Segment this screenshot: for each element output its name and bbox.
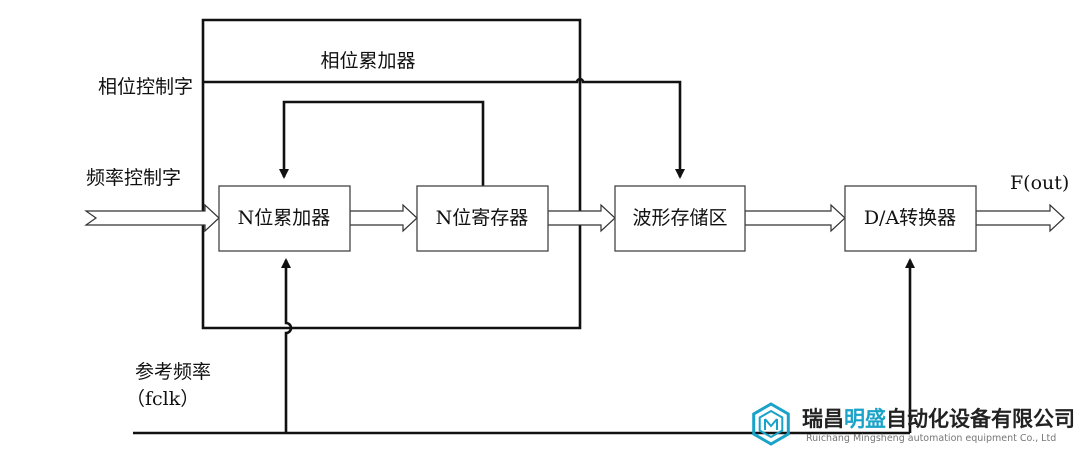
n-bit-accumulator-block xyxy=(218,185,351,252)
n-bit-accumulator-label: N位累加器 xyxy=(238,207,331,229)
waveform-memory-block xyxy=(614,185,746,252)
reference-frequency-label: 参考频率 xyxy=(135,361,211,383)
n-bit-register-block xyxy=(416,185,549,252)
freq-control-word-label: 频率控制字 xyxy=(86,167,181,189)
reg-to-mem-bus-arrow xyxy=(547,203,616,233)
da-converter-label: D/A转换器 xyxy=(864,207,956,229)
mem-to-dac-bus-arrow xyxy=(744,203,846,233)
company-logo: 瑞昌明盛自动化设备有限公司 Ruichang Mingsheng automat… xyxy=(752,402,1075,446)
output-bus-arrow xyxy=(975,203,1065,233)
waveform-memory-label: 波形存储区 xyxy=(632,207,727,229)
company-name-part2: 自动化设备有限公司 xyxy=(886,407,1075,431)
phase-control-word-label: 相位控制字 xyxy=(98,76,193,98)
clock-to-accumulator-line xyxy=(281,258,293,433)
company-name-en: Ruichang Mingsheng automation equipment … xyxy=(806,433,1056,444)
company-name-accent: 明盛 xyxy=(844,407,886,431)
freq-bus-arrow xyxy=(84,203,220,233)
phase-accumulator-label: 相位累加器 xyxy=(320,50,415,72)
n-bit-register-label: N位寄存器 xyxy=(436,207,529,229)
output-label: F(out) xyxy=(1010,172,1069,194)
company-name-cn: 瑞昌明盛自动化设备有限公司 xyxy=(802,407,1075,431)
acc-to-reg-bus-arrow xyxy=(349,203,418,233)
phase-control-line xyxy=(203,77,685,179)
reference-frequency-symbol: （fclk） xyxy=(126,388,199,410)
feedback-loop-line xyxy=(279,100,485,186)
da-converter-block xyxy=(844,185,977,252)
company-logo-icon xyxy=(752,402,790,446)
company-name-part1: 瑞昌 xyxy=(802,407,844,431)
